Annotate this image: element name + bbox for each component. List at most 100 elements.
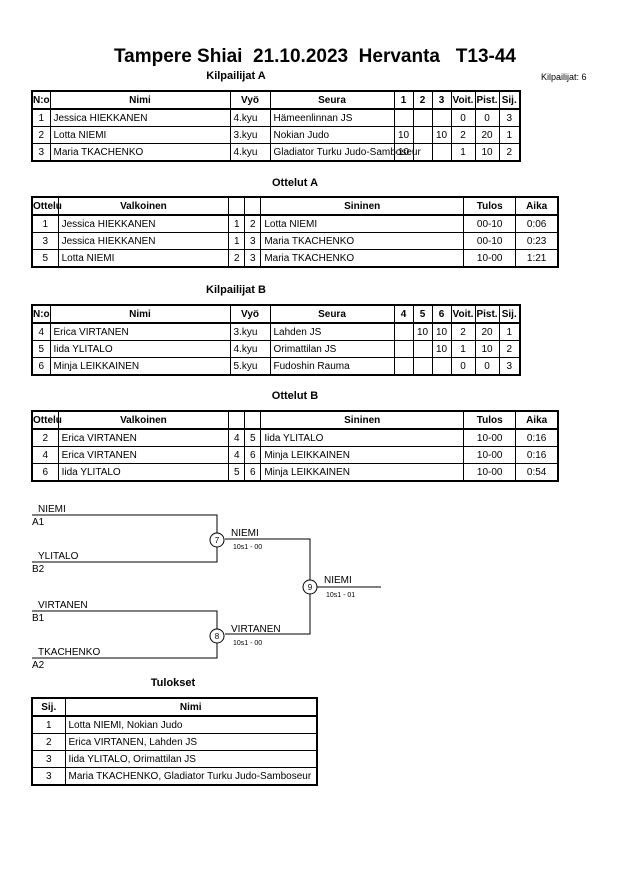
match-time: 0:23 [515, 232, 559, 250]
table-row: 5 Iida YLITALO 4.kyu Orimattilan JS 10 1… [31, 340, 521, 358]
result-name: Maria TKACHENKO, Gladiator Turku Judo-Sa… [64, 767, 318, 786]
column-header: Voit. [450, 90, 476, 110]
pool-b-heading: Kilpailijat B [206, 284, 266, 296]
match-number: 3 [31, 232, 59, 250]
blue-number: 5 [244, 428, 262, 447]
table-row: 4 Erica VIRTANEN 3.kyu Lahden JS 10 10 2… [31, 322, 521, 341]
place-cell: 1 [498, 322, 521, 341]
table-header-row: N:o Nimi Vyö Seura 1 2 3 Voit. Pist. Sij… [31, 90, 521, 110]
competitor-belt: 4.kyu [229, 340, 271, 358]
match-number: 9 [308, 583, 313, 592]
bracket-seed: A1 [32, 517, 45, 528]
score-cell [393, 340, 414, 358]
competitor-club: Lahden JS [269, 322, 395, 341]
column-header: 1 [393, 90, 414, 110]
column-header: 5 [412, 304, 433, 324]
competitor-number: 2 [31, 126, 51, 144]
points-cell: 0 [474, 108, 500, 127]
column-header: Seura [269, 90, 395, 110]
match-time: 0:06 [515, 214, 559, 233]
result-name: Iida YLITALO, Orimattilan JS [64, 750, 318, 768]
score-cell [431, 143, 452, 162]
bracket-line [225, 538, 311, 635]
score-cell [412, 357, 433, 376]
competitor-name: Jessica HIEKKANEN [49, 108, 231, 127]
column-header [244, 196, 262, 216]
blue-competitor: Minja LEIKKAINEN [260, 446, 465, 464]
wins-cell: 2 [450, 126, 476, 144]
bracket-score: 10s1 - 01 [326, 592, 355, 599]
result-name: Erica VIRTANEN, Lahden JS [64, 733, 318, 751]
score-cell: 10 [431, 340, 452, 358]
column-header: Vyö [229, 304, 271, 324]
competitor-club: Hämeenlinnan JS [269, 108, 395, 127]
match-time: 0:54 [515, 463, 559, 482]
match-number: 8 [215, 632, 220, 641]
wins-cell: 1 [450, 340, 476, 358]
match-number: 6 [31, 463, 59, 482]
column-header: N:o [31, 90, 51, 110]
competitor-club: Orimattilan JS [269, 340, 395, 358]
competitor-number: 4 [31, 322, 51, 341]
result-place: 3 [31, 750, 66, 768]
bracket-winner: VIRTANEN [231, 624, 281, 635]
table-header-row: Sij. Nimi [31, 697, 318, 717]
table-row: 2 Erica VIRTANEN, Lahden JS [31, 733, 318, 751]
blue-competitor: Minja LEIKKAINEN [260, 463, 465, 482]
white-number: 1 [228, 232, 246, 250]
table-header-row: N:o Nimi Vyö Seura 4 5 6 Voit. Pist. Sij… [31, 304, 521, 324]
bracket-seed: B2 [32, 564, 45, 575]
white-competitor: Erica VIRTANEN [57, 446, 230, 464]
blue-number: 6 [244, 446, 262, 464]
column-header: Nimi [49, 304, 231, 324]
score-cell [431, 357, 452, 376]
blue-number: 3 [244, 232, 262, 250]
competitor-belt: 4.kyu [229, 143, 271, 162]
column-header: Ottelu [31, 196, 62, 216]
competitor-number: 6 [31, 357, 51, 376]
column-header: N:o [31, 304, 51, 324]
white-competitor: Jessica HIEKKANEN [57, 214, 230, 233]
result-name: Lotta NIEMI, Nokian Judo [64, 715, 318, 734]
competitor-name: Minja LEIKKAINEN [49, 357, 231, 376]
place-cell: 3 [498, 108, 521, 127]
blue-competitor: Lotta NIEMI [260, 214, 465, 233]
match-result: 10-00 [463, 463, 517, 482]
column-header: Pist. [474, 90, 500, 110]
blue-number: 3 [244, 249, 262, 268]
bracket-winner: NIEMI [324, 575, 352, 586]
column-header: Pist. [474, 304, 500, 324]
bracket-name: VIRTANEN [38, 600, 88, 611]
points-cell: 20 [474, 322, 500, 341]
score-cell [412, 126, 433, 144]
match-circle [209, 628, 225, 644]
score-cell [393, 322, 414, 341]
score-cell: 10 [393, 126, 414, 144]
column-header [244, 410, 262, 430]
match-number: 2 [31, 428, 59, 447]
competitor-club: Fudoshin Rauma [269, 357, 395, 376]
white-competitor: Erica VIRTANEN [57, 428, 230, 447]
column-header: Sij. [498, 90, 521, 110]
column-header: Aika [515, 410, 559, 430]
table-row: 1 Jessica HIEKKANEN 1 2 Lotta NIEMI 00-1… [31, 214, 559, 233]
match-result: 10-00 [463, 249, 517, 268]
column-header: Valkoinen [57, 410, 230, 430]
points-cell: 10 [474, 143, 500, 162]
table-row: 1 Jessica HIEKKANEN 4.kyu Hämeenlinnan J… [31, 108, 521, 127]
column-header: Sij. [498, 304, 521, 324]
blue-number: 6 [244, 463, 262, 482]
competitor-count: Kilpailijat: 6 [541, 72, 587, 82]
wins-cell: 0 [450, 357, 476, 376]
competitor-number: 5 [31, 340, 51, 358]
competitor-name: Lotta NIEMI [49, 126, 231, 144]
white-number: 2 [228, 249, 246, 268]
competitor-belt: 5.kyu [229, 357, 271, 376]
match-time: 1:21 [515, 249, 559, 268]
result-place: 2 [31, 733, 66, 751]
competitor-name: Maria TKACHENKO [49, 143, 231, 162]
table-row: 6 Iida YLITALO 5 6 Minja LEIKKAINEN 10-0… [31, 463, 559, 482]
score-cell [412, 340, 433, 358]
match-result: 00-10 [463, 232, 517, 250]
place-cell: 2 [498, 340, 521, 358]
